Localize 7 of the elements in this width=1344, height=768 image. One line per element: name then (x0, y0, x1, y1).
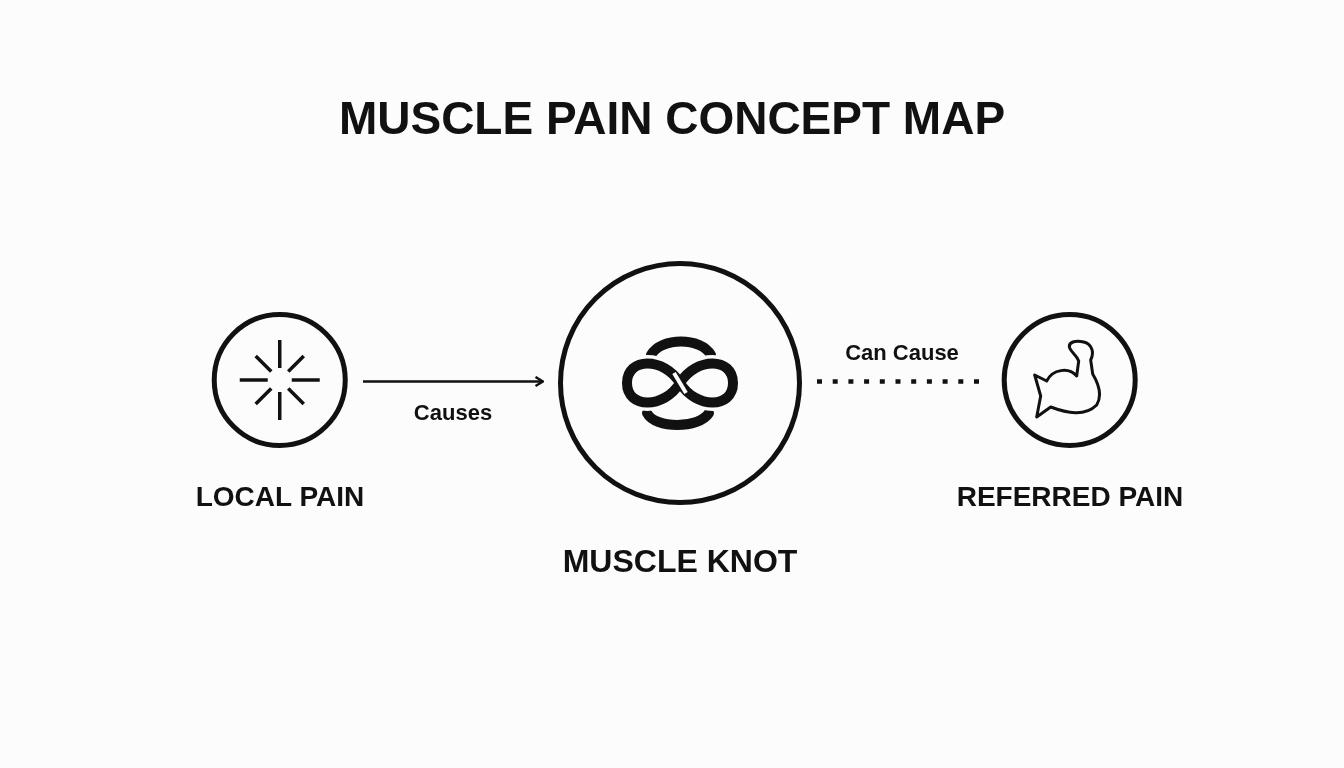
arrow (363, 375, 545, 388)
title: MUSCLE PAIN CONCEPT MAP (338, 95, 1006, 141)
edge-label: Can Cause (844, 340, 960, 365)
concept-label: LOCAL PAIN (195, 483, 365, 511)
concept-label: MUSCLE KNOT (562, 545, 798, 577)
concept-label: REFERRED PAIN (956, 483, 1184, 511)
edge-label: Causes (412, 400, 494, 425)
